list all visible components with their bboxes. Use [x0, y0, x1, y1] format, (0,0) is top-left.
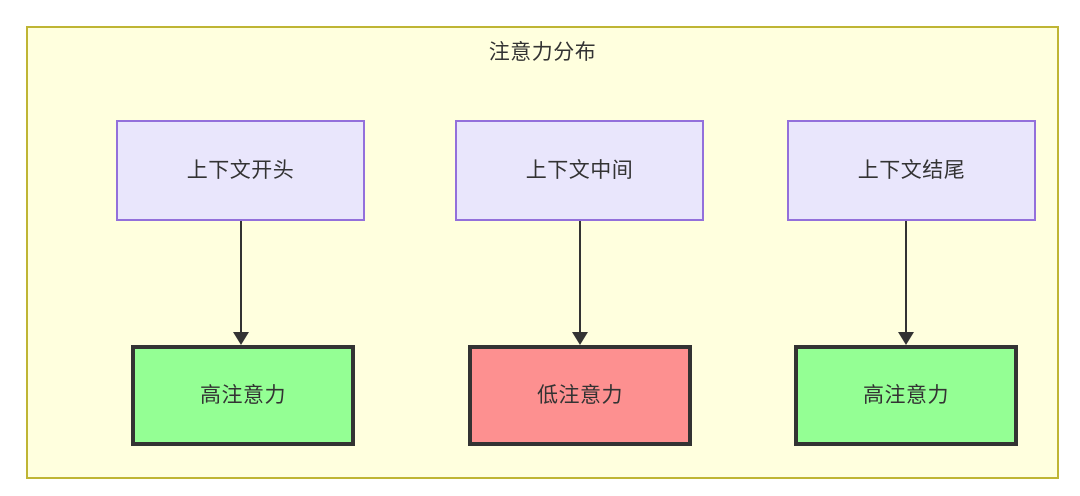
node-attention-end-label: 高注意力	[863, 384, 949, 407]
node-attention-start-label: 高注意力	[200, 384, 286, 407]
attention-distribution-subgraph: 注意力分布 上下文开头 高注意力 上下文中间 低注意力 上下文结尾	[26, 26, 1059, 479]
arrow-head-icon	[572, 332, 588, 345]
node-context-middle[interactable]: 上下文中间	[455, 120, 704, 221]
arrow-line	[579, 221, 581, 334]
arrow-head-icon	[898, 332, 914, 345]
node-context-start-label: 上下文开头	[186, 159, 295, 182]
node-context-middle-label: 上下文中间	[525, 159, 634, 182]
arrow-middle-to-attention	[572, 221, 588, 346]
arrow-head-icon	[233, 332, 249, 345]
node-attention-middle[interactable]: 低注意力	[468, 345, 692, 446]
node-attention-middle-label: 低注意力	[537, 384, 623, 407]
arrow-line	[905, 221, 907, 334]
node-context-end[interactable]: 上下文结尾	[787, 120, 1036, 221]
node-attention-start[interactable]: 高注意力	[131, 345, 355, 446]
node-context-end-label: 上下文结尾	[857, 159, 966, 182]
arrow-start-to-attention	[233, 221, 249, 346]
node-attention-end[interactable]: 高注意力	[794, 345, 1018, 446]
node-context-start[interactable]: 上下文开头	[116, 120, 365, 221]
arrow-end-to-attention	[898, 221, 914, 346]
subgraph-title: 注意力分布	[488, 41, 597, 64]
arrow-line	[240, 221, 242, 334]
